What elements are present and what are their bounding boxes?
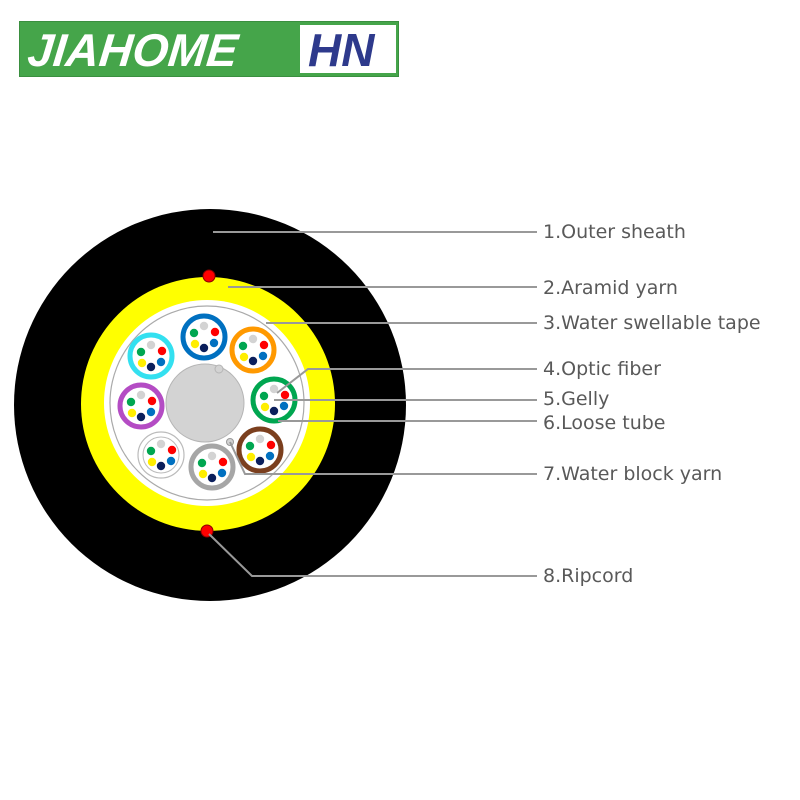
optic-fiber xyxy=(156,461,166,471)
logo-suffix-box: HN xyxy=(300,24,396,76)
water-block-yarn xyxy=(214,364,224,374)
optic-fiber xyxy=(126,397,136,407)
optic-fiber xyxy=(147,457,157,467)
violet-tube xyxy=(117,382,165,430)
leader-line-7 xyxy=(229,441,537,475)
optic-fiber xyxy=(147,396,157,406)
optic-fiber xyxy=(266,440,276,450)
optic-fiber xyxy=(156,357,166,367)
optic-fiber xyxy=(239,352,249,362)
aqua-tube xyxy=(127,332,175,380)
label-aramid-yarn: 2.Aramid yarn xyxy=(543,277,678,299)
optic-fiber xyxy=(255,434,265,444)
optic-fiber xyxy=(260,402,270,412)
optic-fiber xyxy=(197,458,207,468)
optic-fiber xyxy=(259,340,269,350)
optic-fiber xyxy=(190,339,200,349)
optic-fiber xyxy=(199,343,209,353)
tape-wrap-line xyxy=(109,305,305,501)
optic-fiber xyxy=(146,340,156,350)
optic-fiber xyxy=(207,451,217,461)
brand-logo: JIAHOME HN xyxy=(19,21,399,77)
optic-fiber xyxy=(157,346,167,356)
leader-lines xyxy=(208,231,537,577)
optic-fiber xyxy=(248,356,258,366)
optic-fiber xyxy=(166,456,176,466)
optic-fiber xyxy=(269,384,279,394)
optic-fiber xyxy=(258,351,268,361)
optic-fiber xyxy=(217,468,227,478)
optic-fiber xyxy=(146,362,156,372)
optic-fiber xyxy=(248,334,258,344)
optic-fiber xyxy=(245,441,255,451)
optic-fiber xyxy=(199,321,209,331)
optic-fiber xyxy=(136,390,146,400)
blue-tube xyxy=(180,313,228,361)
leader-line-8 xyxy=(208,533,537,577)
optic-fiber xyxy=(146,407,156,417)
optic-fiber xyxy=(269,406,279,416)
label-water-swellable-tape: 3.Water swellable tape xyxy=(543,312,761,334)
label-loose-tube: 6.Loose tube xyxy=(543,412,666,434)
logo-suffix-text: HN xyxy=(308,24,375,76)
optic-fiber xyxy=(259,391,269,401)
optic-fiber xyxy=(210,327,220,337)
optic-fiber xyxy=(137,358,147,368)
optic-fiber xyxy=(198,469,208,479)
optic-fiber xyxy=(156,439,166,449)
orange-tube xyxy=(229,326,277,374)
ripcord-top xyxy=(202,269,216,283)
white-tube xyxy=(137,431,185,479)
grey-tube xyxy=(188,443,236,491)
label-gelly: 5.Gelly xyxy=(543,388,610,410)
optic-fiber xyxy=(136,412,146,422)
optic-fiber xyxy=(146,446,156,456)
optic-fiber xyxy=(280,390,290,400)
optic-fiber xyxy=(218,457,228,467)
central-strength-member xyxy=(165,363,245,443)
optic-fiber xyxy=(167,445,177,455)
leader-line-4 xyxy=(276,368,537,394)
label-optic-fiber: 4.Optic fiber xyxy=(543,358,661,380)
loose-tube-inner-wall xyxy=(142,436,180,474)
optic-fiber xyxy=(238,341,248,351)
optic-fiber xyxy=(255,456,265,466)
optic-fiber xyxy=(189,328,199,338)
brown-tube xyxy=(236,426,284,474)
optic-fiber xyxy=(207,473,217,483)
label-outer-sheath: 1.Outer sheath xyxy=(543,221,686,243)
optic-fiber xyxy=(279,401,289,411)
label-water-block-yarn: 7.Water block yarn xyxy=(543,463,723,485)
loose-tube-wall xyxy=(137,431,185,479)
optic-fiber xyxy=(265,451,275,461)
optic-fiber xyxy=(127,408,137,418)
optic-fiber xyxy=(136,347,146,357)
optic-fiber xyxy=(246,452,256,462)
label-ripcord: 8.Ripcord xyxy=(543,565,634,587)
optic-fiber xyxy=(209,338,219,348)
